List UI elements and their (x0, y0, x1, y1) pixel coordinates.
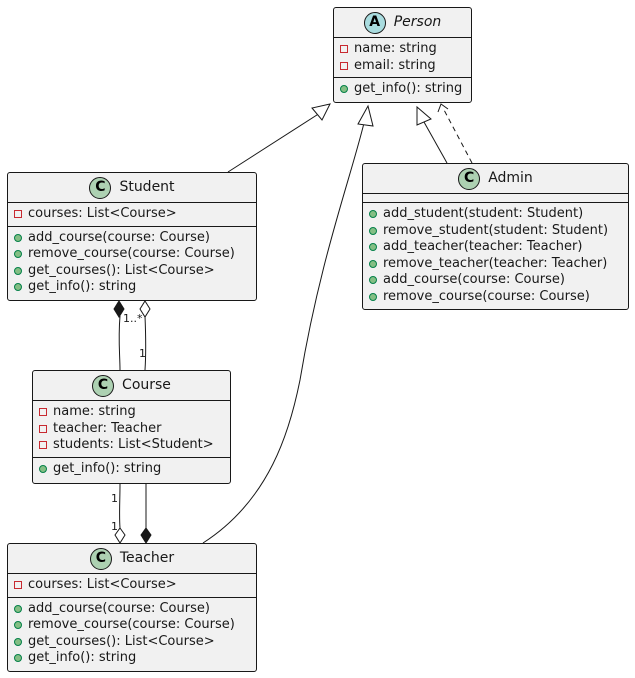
public-visibility-icon (14, 283, 22, 292)
public-visibility-icon (39, 464, 47, 473)
method: get_info(): string (39, 461, 224, 478)
admin-person-triangle (416, 105, 432, 126)
public-visibility-icon (14, 233, 22, 242)
attribute: email: string (340, 58, 465, 75)
methods-section: get_info(): string (33, 458, 230, 481)
student-course-composition (118, 315, 121, 371)
class-icon: C (89, 176, 112, 199)
multiplicity-course-teacher-teacher-end: 1 (111, 520, 118, 533)
methods-section: add_student(student: Student) remove_stu… (363, 203, 628, 308)
method: get_info(): string (340, 81, 465, 98)
method: get_info(): string (14, 279, 250, 296)
private-visibility-icon (39, 408, 47, 417)
attribute: teacher: Teacher (39, 421, 224, 438)
attribute: courses: List<Course> (14, 577, 250, 594)
method: remove_course(course: Course) (369, 289, 622, 306)
public-visibility-icon (14, 266, 22, 275)
attribute: courses: List<Course> (14, 206, 250, 223)
class-name: Admin (488, 170, 533, 187)
class-icon: C (458, 167, 481, 190)
public-visibility-icon (369, 292, 377, 301)
attributes-section (363, 194, 628, 203)
public-visibility-icon (369, 259, 377, 268)
teacher-person-generalization (202, 122, 365, 544)
class-header: C Course (33, 371, 230, 401)
class-teacher: C Teacher courses: List<Course> add_cour… (7, 543, 257, 672)
method: add_course(course: Course) (369, 272, 622, 289)
method: add_course(course: Course) (14, 230, 250, 247)
public-visibility-icon (14, 654, 22, 663)
student-aggregation-diamond (139, 300, 151, 318)
admin-person-dependency (442, 107, 473, 164)
attributes-section: name: string teacher: Teacher students: … (33, 401, 230, 458)
student-composition-diamond (113, 300, 125, 318)
private-visibility-icon (340, 45, 348, 54)
private-visibility-icon (340, 61, 348, 70)
class-person: A Person name: string email: string get_… (333, 7, 472, 103)
class-student: C Student courses: List<Course> add_cour… (7, 172, 257, 301)
private-visibility-icon (39, 424, 47, 433)
methods-section: add_course(course: Course) remove_course… (8, 227, 256, 299)
class-icon: C (92, 374, 115, 397)
public-visibility-icon (369, 276, 377, 285)
public-visibility-icon (369, 226, 377, 235)
class-header: C Student (8, 173, 256, 203)
teacher-person-triangle (357, 104, 374, 127)
class-header: A Person (334, 8, 471, 38)
method: remove_course(course: Course) (14, 246, 250, 263)
class-header: C Teacher (8, 544, 256, 574)
public-visibility-icon (369, 243, 377, 252)
multiplicity-course-end: 1 (139, 347, 146, 360)
private-visibility-icon (14, 581, 22, 590)
method: get_courses(): List<Course> (14, 634, 250, 651)
attributes-section: name: string email: string (334, 38, 471, 78)
public-visibility-icon (340, 85, 348, 94)
class-course: C Course name: string teacher: Teacher s… (32, 370, 231, 484)
attribute: students: List<Student> (39, 437, 224, 454)
methods-section: get_info(): string (334, 78, 471, 101)
class-name: Student (119, 179, 175, 196)
teacher-composition-diamond (140, 527, 152, 544)
abstract-class-icon: A (363, 11, 386, 34)
public-visibility-icon (14, 604, 22, 613)
multiplicity-student-end: 1..* (123, 312, 143, 325)
private-visibility-icon (39, 441, 47, 450)
public-visibility-icon (369, 210, 377, 219)
class-name: Teacher (119, 550, 175, 567)
method: add_teacher(teacher: Teacher) (369, 239, 622, 256)
attribute: name: string (39, 404, 224, 421)
method: get_courses(): List<Course> (14, 263, 250, 280)
student-person-generalization (227, 112, 321, 173)
method: add_course(course: Course) (14, 601, 250, 618)
class-icon: C (89, 547, 112, 570)
attributes-section: courses: List<Course> (8, 203, 256, 227)
method: remove_student(student: Student) (369, 223, 622, 240)
admin-person-dependency-arrow (437, 103, 449, 113)
class-admin: C Admin add_student(student: Student) re… (362, 163, 629, 310)
method: remove_teacher(teacher: Teacher) (369, 256, 622, 273)
method: remove_course(course: Course) (14, 617, 250, 634)
class-name: Person (393, 14, 442, 31)
private-visibility-icon (14, 210, 22, 219)
method: add_student(student: Student) (369, 206, 622, 223)
student-course-aggregation (144, 315, 147, 371)
attribute: name: string (340, 41, 465, 58)
public-visibility-icon (14, 637, 22, 646)
student-person-triangle (311, 103, 331, 121)
class-header: C Admin (363, 164, 628, 194)
attributes-section: courses: List<Course> (8, 574, 256, 598)
class-name: Course (122, 377, 171, 394)
admin-person-generalization (423, 121, 448, 164)
multiplicity-course-teacher-course-end: 1 (111, 492, 118, 505)
public-visibility-icon (14, 621, 22, 630)
methods-section: add_course(course: Course) remove_course… (8, 598, 256, 670)
public-visibility-icon (14, 250, 22, 259)
method: get_info(): string (14, 650, 250, 667)
